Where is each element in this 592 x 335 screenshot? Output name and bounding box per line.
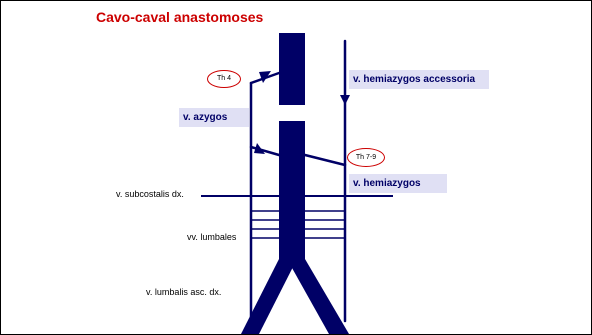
th7-9-level-text: Th 7-9	[356, 154, 376, 161]
th7-9-level-marker: Th 7-9	[347, 148, 385, 167]
vena-cava-superior	[279, 33, 305, 105]
label-azygos: v. azygos	[179, 108, 249, 127]
iliac-vein-right	[287, 259, 349, 334]
th7-9-anastomosis-branch	[305, 155, 345, 165]
label-hemiazygos: v. hemiazygos	[349, 174, 447, 193]
arrowhead-azygos-arch	[254, 143, 265, 154]
vena-cava-inferior	[279, 121, 305, 261]
iliac-vein-left	[241, 259, 297, 334]
slide-title: Cavo-caval anastomoses	[96, 9, 263, 25]
label-lumbalis-asc: v. lumbalis asc. dx.	[146, 287, 221, 297]
label-subcostalis: v. subcostalis dx.	[116, 189, 184, 199]
th4-level-text: Th 4	[217, 75, 231, 82]
th4-level-marker: Th 4	[207, 70, 241, 88]
label-hemiazygos-accessoria: v. hemiazygos accessoria	[349, 70, 489, 89]
arrowhead-hemiazygos-down	[340, 95, 350, 105]
label-lumbales: vv. lumbales	[187, 232, 236, 242]
